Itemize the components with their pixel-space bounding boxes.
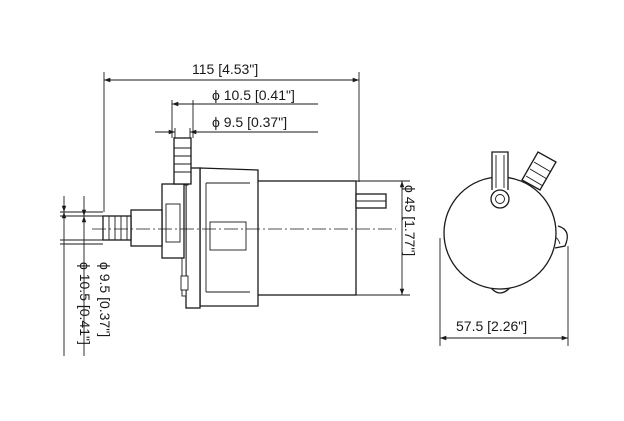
body-dia-label: ϕ 45 [1.77"] (402, 185, 418, 256)
dim-body-dia: ϕ 45 [1.77"] (356, 180, 418, 296)
pump-housing (199, 167, 259, 307)
dim-inlet: ϕ 9.5 [0.37"] ϕ 10.5 [0.41"] (60, 196, 113, 356)
side-view (92, 137, 396, 309)
screw-head-bottom (180, 275, 189, 291)
end-view-outlet (521, 151, 557, 191)
dim-end-width: 57.5 [2.26"] (439, 238, 569, 346)
dim-overall-length: 115 [4.53"] (103, 61, 360, 212)
inlet-inner-label: ϕ 9.5 [0.37"] (97, 262, 113, 337)
inlet-outer-label: ϕ 10.5 [0.41"] (77, 262, 93, 345)
dim-outlet-inner: ϕ 9.5 [0.37"] (155, 114, 318, 138)
dim-outlet-outer: ϕ 10.5 [0.41"] (171, 87, 318, 138)
end-view-inlet (491, 151, 509, 190)
lug-right (554, 225, 568, 249)
outlet-inner-label: ϕ 9.5 [0.37"] (212, 114, 287, 130)
overall-length-label: 115 [4.53"] (192, 61, 258, 77)
inlet-nozzle-base (130, 209, 163, 247)
motor-body (246, 180, 357, 296)
inlet-barb (102, 215, 132, 241)
outlet-nozzle (173, 137, 192, 185)
end-view (443, 151, 568, 294)
end-width-label: 57.5 [2.26"] (456, 318, 527, 334)
outlet-outer-label: ϕ 10.5 [0.41"] (212, 87, 295, 103)
